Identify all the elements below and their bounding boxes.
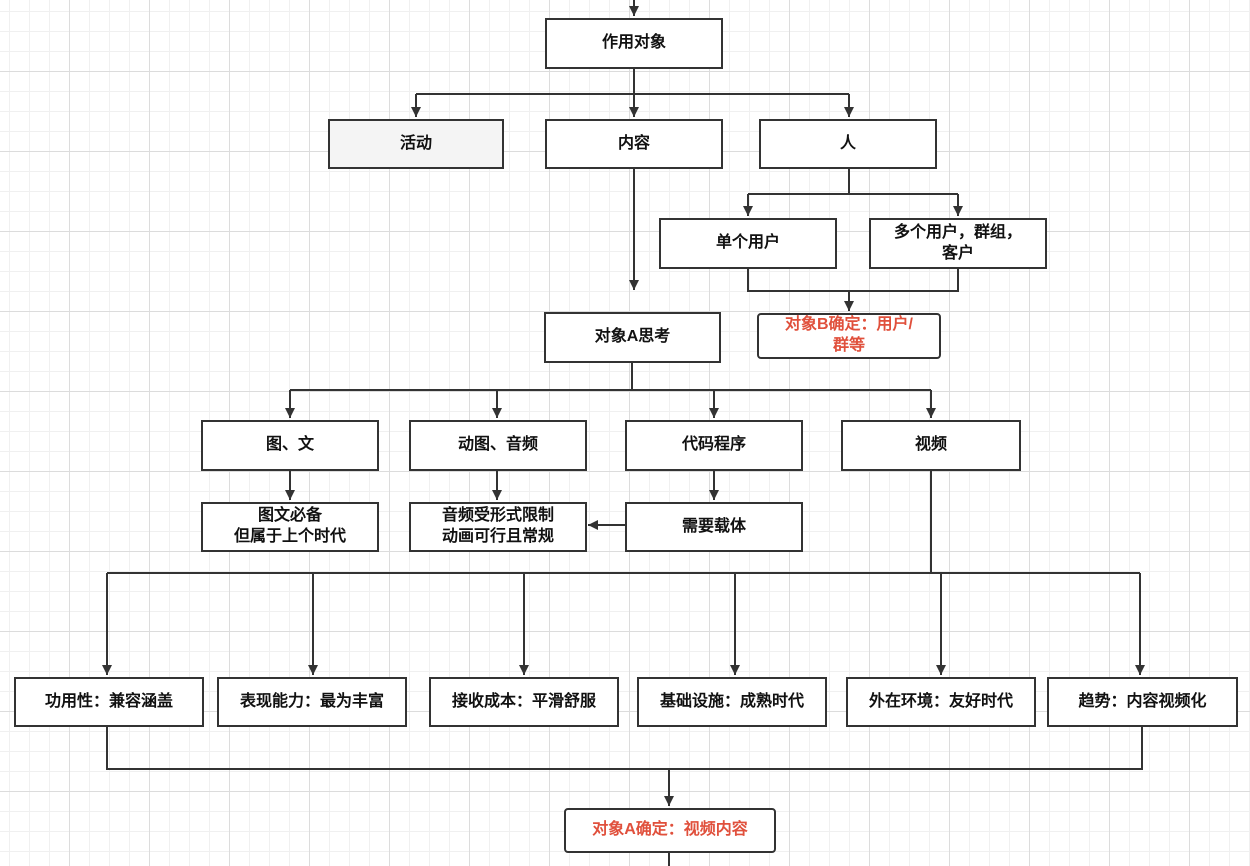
node-trend[interactable]: 趋势：内容视频化 bbox=[1047, 677, 1238, 727]
node-expressiveness[interactable]: 表现能力：最为丰富 bbox=[217, 677, 407, 727]
node-object-a[interactable]: 对象A确定：视频内容 bbox=[564, 808, 776, 853]
node-infrastructure[interactable]: 基础设施：成熟时代 bbox=[637, 677, 827, 727]
edge-think-bus bbox=[290, 363, 931, 391]
node-image-text[interactable]: 图、文 bbox=[201, 420, 379, 471]
node-multi-user[interactable]: 多个用户，群组， 客户 bbox=[869, 218, 1047, 269]
node-code[interactable]: 代码程序 bbox=[625, 420, 803, 471]
node-content[interactable]: 内容 bbox=[545, 119, 723, 169]
edge-users-merge bbox=[747, 269, 959, 292]
node-video[interactable]: 视频 bbox=[841, 420, 1021, 471]
node-image-text-note[interactable]: 图文必备 但属于上个时代 bbox=[201, 502, 379, 552]
node-person[interactable]: 人 bbox=[759, 119, 937, 169]
edge-person-bus bbox=[748, 169, 958, 195]
node-object-b[interactable]: 对象B确定：用户/ 群等 bbox=[757, 313, 941, 359]
node-audio-note[interactable]: 音频受形式限制 动画可行且常规 bbox=[409, 502, 587, 552]
node-utility[interactable]: 功用性：兼容涵盖 bbox=[14, 677, 204, 727]
node-environment[interactable]: 外在环境：友好时代 bbox=[846, 677, 1036, 727]
node-target[interactable]: 作用对象 bbox=[545, 18, 723, 69]
node-object-a-think[interactable]: 对象A思考 bbox=[544, 312, 721, 363]
edge-target-bus bbox=[416, 69, 849, 95]
node-single-user[interactable]: 单个用户 bbox=[659, 218, 837, 269]
node-activity[interactable]: 活动 bbox=[328, 119, 504, 169]
node-animation-audio[interactable]: 动图、音频 bbox=[409, 420, 587, 471]
edge-dims-merge bbox=[106, 727, 1143, 770]
node-receive-cost[interactable]: 接收成本：平滑舒服 bbox=[429, 677, 619, 727]
node-code-note[interactable]: 需要载体 bbox=[625, 502, 803, 552]
